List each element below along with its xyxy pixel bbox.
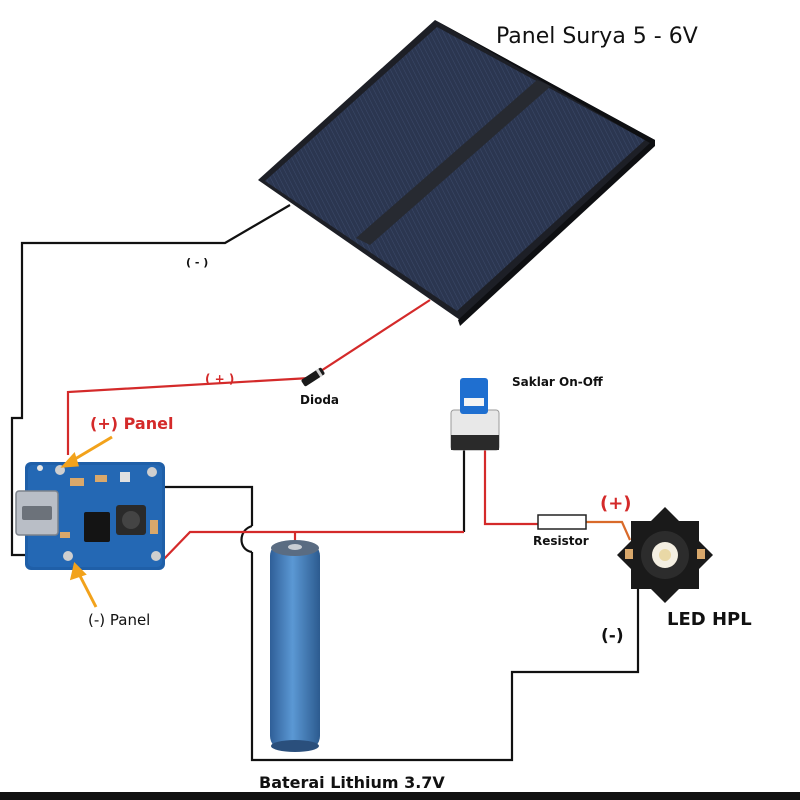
led-label: LED HPL — [667, 609, 752, 630]
battery-bottom-wire — [250, 552, 640, 762]
switch-to-resistor-wire — [483, 448, 538, 526]
push-switch-icon — [450, 378, 500, 451]
minus-panel-arrow — [76, 571, 98, 608]
solar-panel-icon — [258, 20, 655, 326]
resistor-label: Resistor — [533, 534, 589, 548]
negative-wire-label: ( - ) — [186, 256, 208, 269]
pointer-arrows — [60, 435, 113, 608]
diode-icon — [301, 367, 325, 387]
wire-crossover — [240, 524, 253, 554]
resistor-to-led-wire — [586, 520, 632, 541]
negative-wires — [10, 204, 640, 762]
minus-panel-label: (-) Panel — [88, 611, 150, 629]
charger-module-icon — [15, 462, 165, 570]
positive-wires — [66, 299, 632, 561]
positive-wire-label: ( + ) — [205, 372, 234, 386]
battery-label: Baterai Lithium 3.7V — [259, 773, 445, 792]
led-minus-label: (-) — [601, 626, 624, 646]
diode-label: Dioda — [300, 393, 339, 407]
lithium-battery-icon — [270, 540, 320, 752]
led-star-icon — [617, 507, 713, 603]
battery-positive-wire — [162, 530, 464, 561]
panel-title: Panel Surya 5 - 6V — [496, 24, 698, 49]
led-plus-label: (+) — [600, 493, 632, 514]
panel-negative-wire — [10, 204, 291, 557]
plus-panel-label: (+) Panel — [90, 414, 173, 433]
switch-label: Saklar On-Off — [512, 375, 603, 389]
resistor-icon — [537, 514, 587, 530]
panel-positive-wire — [66, 299, 431, 455]
battery-negative-wire — [155, 485, 254, 526]
plus-panel-arrow — [69, 435, 113, 464]
bottom-border — [0, 792, 800, 800]
